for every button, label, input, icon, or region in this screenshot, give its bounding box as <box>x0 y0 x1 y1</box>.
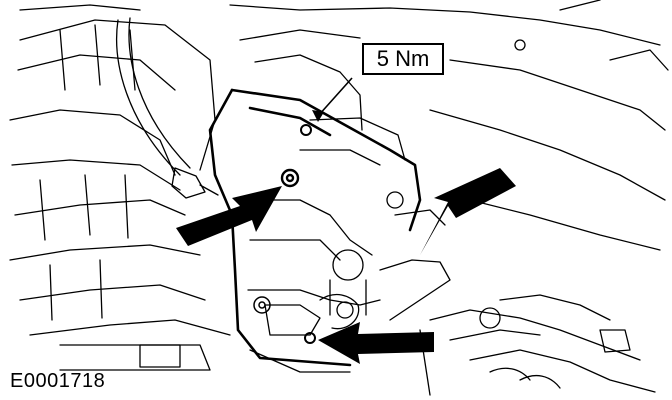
arrow-right-clip <box>420 168 516 255</box>
background-engine-structure <box>9 4 231 371</box>
bolt-lower-left <box>253 296 271 314</box>
background-top-right <box>229 0 669 251</box>
bolt-upper[interactable] <box>300 124 312 136</box>
bolt-lower[interactable] <box>304 332 316 344</box>
hose <box>116 17 219 199</box>
arrow-upper-bolt <box>176 186 282 246</box>
engine-components <box>239 54 451 373</box>
lower-right-components <box>419 294 656 396</box>
torque-leader-arrow-icon <box>312 77 353 122</box>
torque-spec-label: 5 Nm <box>362 43 444 75</box>
figure-reference-id: E0001718 <box>10 370 106 392</box>
bolt-center[interactable] <box>280 168 300 188</box>
arrow-lower-bolt <box>318 322 434 364</box>
